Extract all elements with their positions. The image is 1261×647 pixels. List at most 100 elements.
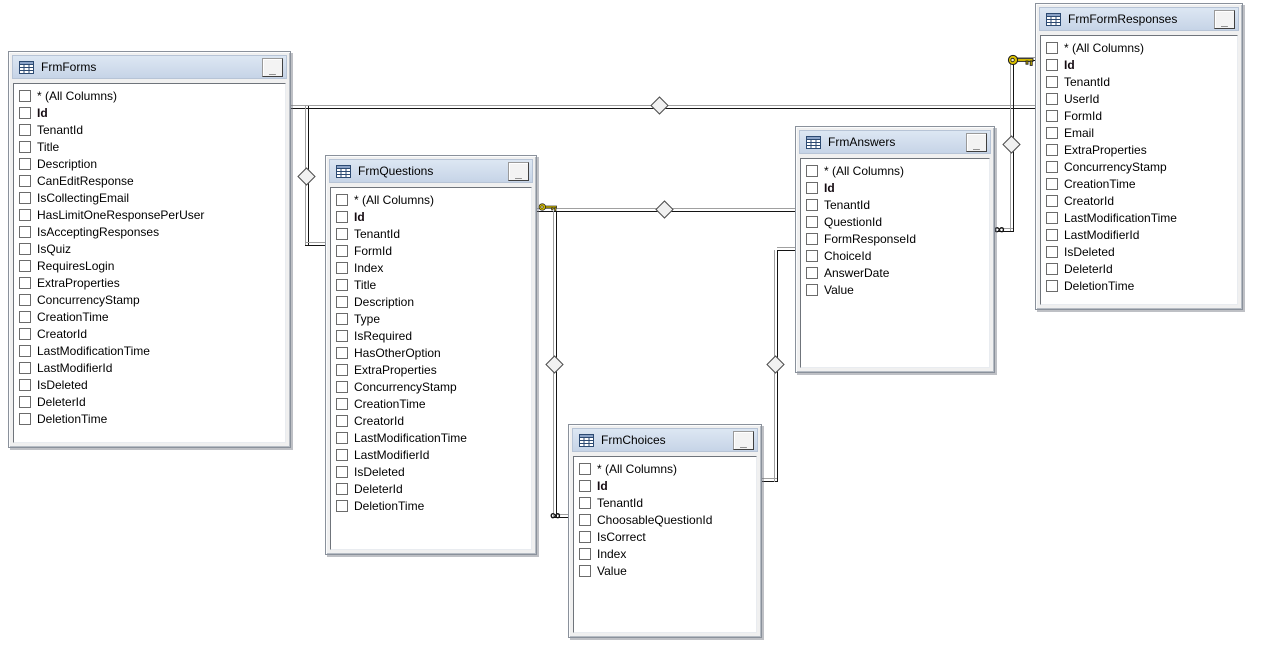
join-diamond-icon[interactable] — [1002, 135, 1021, 154]
column-checkbox[interactable] — [579, 530, 591, 543]
column-checkbox[interactable] — [1046, 109, 1058, 122]
column-checkbox[interactable] — [336, 363, 348, 376]
column-checkbox[interactable] — [19, 412, 31, 425]
column-checkbox[interactable] — [1046, 262, 1058, 275]
column-checkbox[interactable] — [19, 208, 31, 221]
join-diamond-icon[interactable] — [766, 355, 785, 374]
column-row: Title — [334, 276, 529, 293]
column-checkbox[interactable] — [1046, 160, 1058, 173]
relationship-line-frmquestions-frmchoices[interactable] — [553, 514, 568, 518]
column-checkbox[interactable] — [806, 181, 818, 194]
column-checkbox[interactable] — [19, 327, 31, 340]
column-checkbox[interactable] — [19, 293, 31, 306]
column-checkbox[interactable] — [336, 346, 348, 359]
column-checkbox[interactable] — [1046, 92, 1058, 105]
column-checkbox[interactable] — [579, 513, 591, 526]
column-checkbox[interactable] — [19, 378, 31, 391]
column-checkbox[interactable] — [19, 191, 31, 204]
column-checkbox[interactable] — [1046, 211, 1058, 224]
column-checkbox[interactable] — [336, 210, 348, 223]
column-checkbox[interactable] — [336, 227, 348, 240]
column-checkbox[interactable] — [19, 344, 31, 357]
column-checkbox[interactable] — [1046, 58, 1058, 71]
column-checkbox[interactable] — [806, 164, 818, 177]
column-checkbox[interactable] — [806, 266, 818, 279]
table-title-bar[interactable]: FrmForms_ — [12, 55, 287, 79]
column-label: ExtraProperties — [37, 275, 120, 290]
join-diamond-icon[interactable] — [297, 167, 316, 186]
join-diamond-icon[interactable] — [545, 355, 564, 374]
table-title-bar[interactable]: FrmAnswers _ — [799, 130, 991, 154]
relationship-line-frmchoices-frmanswers[interactable] — [762, 478, 777, 482]
column-checkbox[interactable] — [336, 482, 348, 495]
column-label: IsQuiz — [37, 241, 72, 256]
column-checkbox[interactable] — [19, 140, 31, 153]
minimize-button[interactable]: _ — [1214, 9, 1235, 29]
column-checkbox[interactable] — [1046, 41, 1058, 54]
column-checkbox[interactable] — [336, 261, 348, 274]
column-checkbox[interactable] — [336, 499, 348, 512]
column-checkbox[interactable] — [336, 465, 348, 478]
column-checkbox[interactable] — [579, 496, 591, 509]
column-checkbox[interactable] — [579, 547, 591, 560]
column-checkbox[interactable] — [806, 249, 818, 262]
column-checkbox[interactable] — [19, 123, 31, 136]
relationship-line-frmforms-frmquestions[interactable] — [305, 242, 326, 246]
column-checkbox[interactable] — [19, 276, 31, 289]
column-checkbox[interactable] — [1046, 245, 1058, 258]
column-checkbox[interactable] — [336, 431, 348, 444]
column-checkbox[interactable] — [806, 232, 818, 245]
column-checkbox[interactable] — [806, 198, 818, 211]
column-checkbox[interactable] — [336, 380, 348, 393]
relationship-line-frmformresponses-frmanswers[interactable] — [995, 228, 1013, 232]
column-checkbox[interactable] — [336, 397, 348, 410]
column-label: IsDeleted — [1064, 244, 1115, 259]
column-checkbox[interactable] — [1046, 177, 1058, 190]
column-checkbox[interactable] — [1046, 194, 1058, 207]
column-checkbox[interactable] — [336, 278, 348, 291]
column-checkbox[interactable] — [336, 414, 348, 427]
table-title-bar[interactable]: FrmChoices_ — [572, 428, 758, 452]
minimize-button[interactable]: _ — [262, 57, 283, 77]
column-checkbox[interactable] — [1046, 126, 1058, 139]
column-checkbox[interactable] — [336, 295, 348, 308]
column-checkbox[interactable] — [19, 242, 31, 255]
column-checkbox[interactable] — [19, 89, 31, 102]
table-title: FrmAnswers — [828, 135, 896, 149]
column-checkbox[interactable] — [19, 395, 31, 408]
table-title-bar[interactable]: FrmQuestions_ — [329, 159, 533, 183]
minimize-button[interactable]: _ — [966, 132, 987, 152]
column-checkbox[interactable] — [336, 448, 348, 461]
column-checkbox[interactable] — [19, 174, 31, 187]
column-checkbox[interactable] — [579, 564, 591, 577]
column-checkbox[interactable] — [336, 244, 348, 257]
column-checkbox[interactable] — [19, 259, 31, 272]
column-checkbox[interactable] — [19, 106, 31, 119]
column-checkbox[interactable] — [19, 225, 31, 238]
table-title-bar[interactable]: FrmFormResponses_ — [1039, 7, 1239, 31]
join-diamond-icon[interactable] — [655, 200, 674, 219]
column-row: ChoiceId — [804, 247, 987, 264]
column-checkbox[interactable] — [806, 283, 818, 296]
join-diamond-icon[interactable] — [650, 96, 669, 115]
column-label: Index — [354, 260, 384, 275]
column-checkbox[interactable] — [336, 312, 348, 325]
column-checkbox[interactable] — [336, 193, 348, 206]
column-checkbox[interactable] — [1046, 143, 1058, 156]
column-checkbox[interactable] — [336, 329, 348, 342]
column-checkbox[interactable] — [19, 361, 31, 374]
column-checkbox[interactable] — [1046, 228, 1058, 241]
column-checkbox[interactable] — [1046, 75, 1058, 88]
column-checkbox[interactable] — [19, 310, 31, 323]
column-checkbox[interactable] — [19, 157, 31, 170]
column-row: Id — [17, 104, 283, 121]
column-checkbox[interactable] — [806, 215, 818, 228]
column-checkbox[interactable] — [1046, 279, 1058, 292]
column-checkbox[interactable] — [579, 479, 591, 492]
minimize-button[interactable]: _ — [733, 430, 754, 450]
column-checkbox[interactable] — [579, 462, 591, 475]
relationship-line-frmchoices-frmanswers[interactable] — [777, 247, 795, 251]
column-label: Title — [354, 277, 377, 292]
minimize-button[interactable]: _ — [508, 161, 529, 181]
